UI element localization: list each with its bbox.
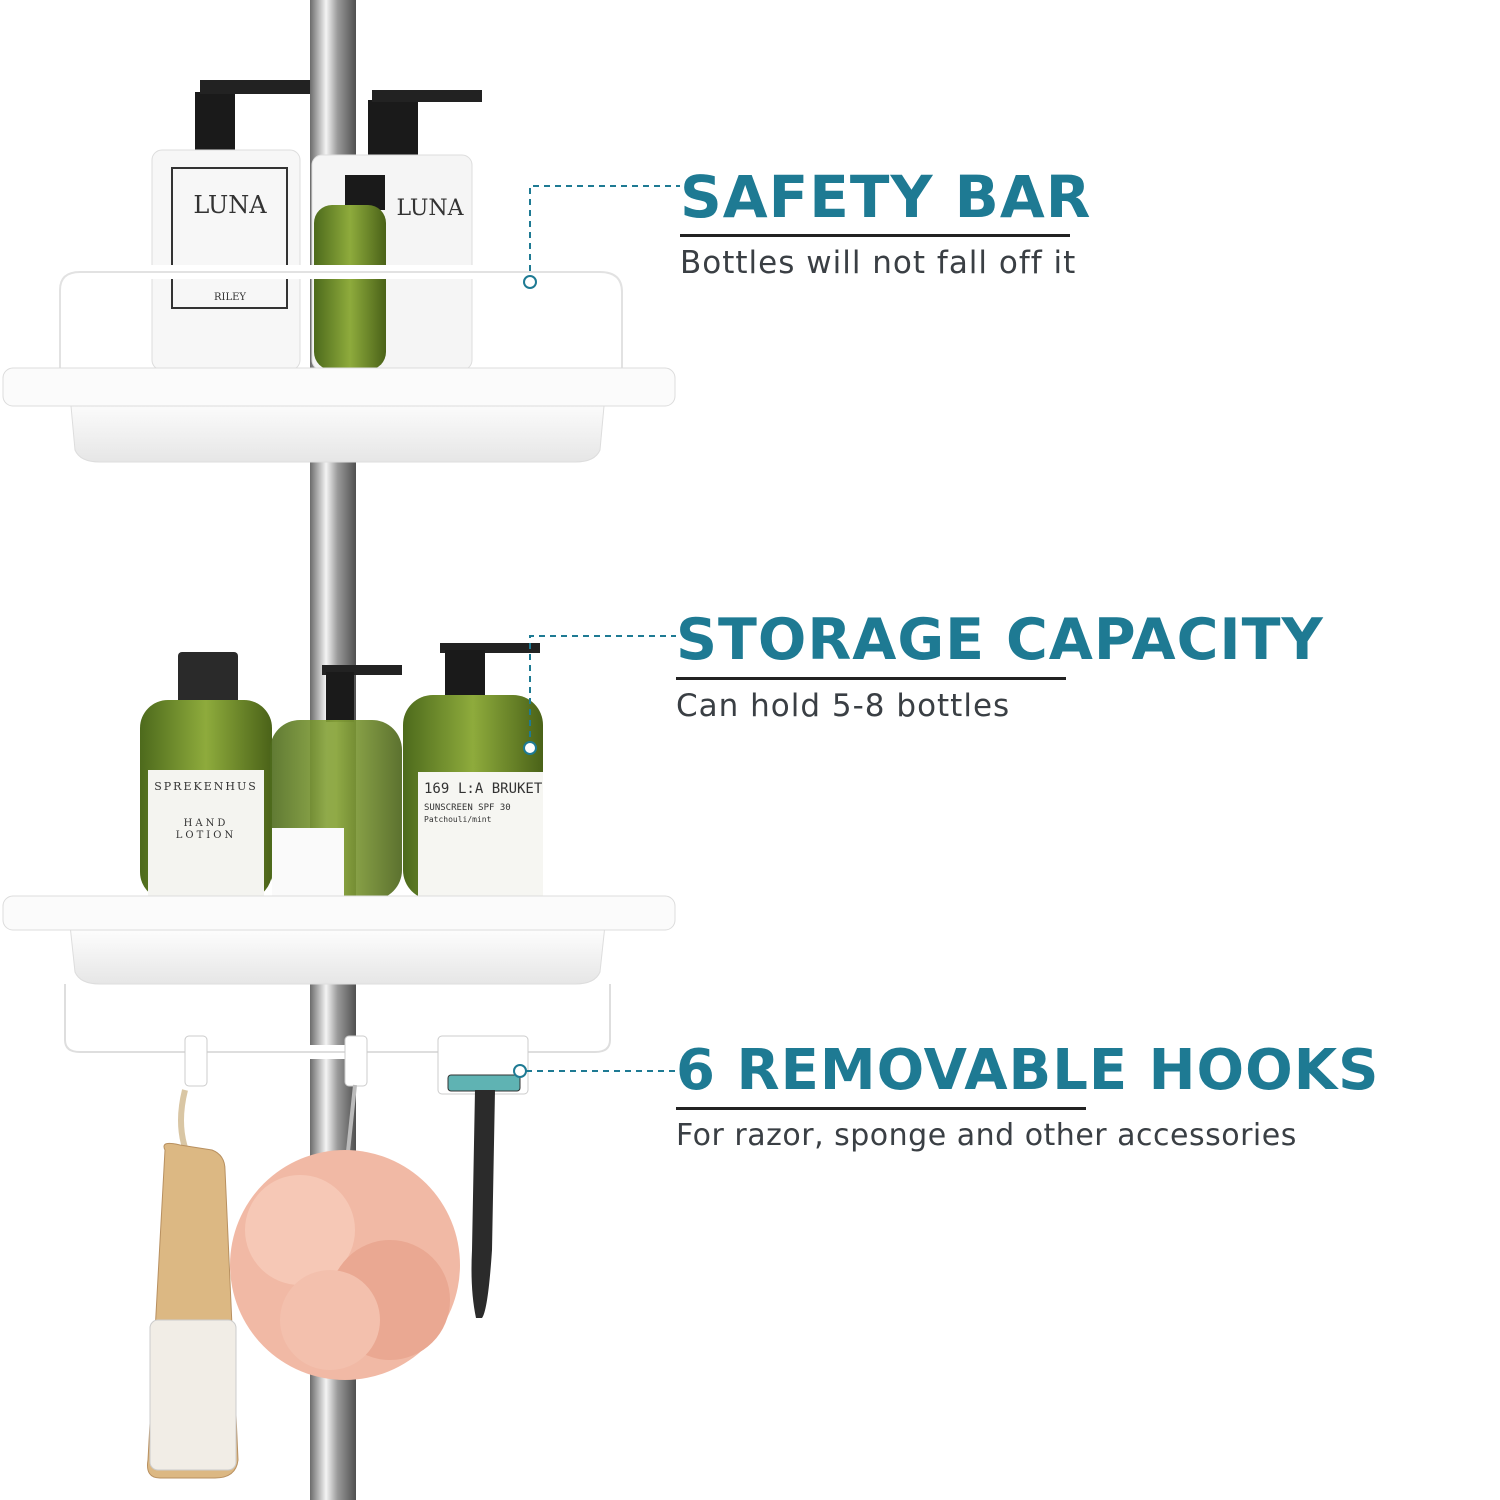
feature-title: STORAGE CAPACITY bbox=[676, 607, 1324, 673]
feature-storage-capacity: STORAGE CAPACITY Can hold 5-8 bottles bbox=[676, 612, 1324, 725]
feature-safety-bar: SAFETY BAR Bottles will not fall off it bbox=[680, 168, 1091, 282]
bottle-luna-white: LUNA RILEY bbox=[151, 80, 310, 371]
svg-text:RILEY: RILEY bbox=[214, 292, 246, 303]
svg-text:Patchouli/mint: Patchouli/mint bbox=[424, 815, 492, 824]
wooden-brush bbox=[147, 1089, 239, 1479]
tray-rim bbox=[2, 367, 676, 407]
feature-subtitle: Bottles will not fall off it bbox=[680, 245, 1077, 281]
divider bbox=[676, 677, 1066, 680]
feature-subtitle: Can hold 5-8 bottles bbox=[676, 688, 1011, 724]
bottle-sprekenhus: SPREKENHUS HAND LOTION bbox=[140, 652, 272, 900]
callout-safety-bar bbox=[523, 185, 680, 289]
razor bbox=[447, 1074, 521, 1318]
feature-title: 6 REMOVABLE HOOKS bbox=[676, 1038, 1380, 1103]
hook bbox=[184, 1035, 208, 1087]
svg-text:HAND: HAND bbox=[184, 818, 229, 829]
callout-storage-capacity bbox=[523, 635, 676, 755]
feature-removable-hooks: 6 REMOVABLE HOOKS For razor, sponge and … bbox=[676, 1043, 1379, 1154]
svg-text:SUNSCREEN SPF 30: SUNSCREEN SPF 30 bbox=[424, 803, 511, 813]
svg-text:LOTION: LOTION bbox=[176, 830, 236, 841]
feature-title: SAFETY BAR bbox=[680, 163, 1092, 231]
svg-text:169: 169 bbox=[424, 781, 449, 797]
bottle-luna-second-label: LUNA bbox=[396, 196, 464, 221]
divider bbox=[676, 1107, 1086, 1110]
bottle-green-small bbox=[314, 175, 386, 370]
svg-text:L:A BRUKET: L:A BRUKET bbox=[458, 781, 543, 797]
svg-text:LUNA: LUNA bbox=[193, 191, 267, 219]
loofah-sponge bbox=[230, 1084, 460, 1380]
feature-subtitle: For razor, sponge and other accessories bbox=[676, 1118, 1297, 1153]
tray-basin bbox=[69, 394, 606, 463]
divider bbox=[680, 234, 1070, 237]
top-shelf bbox=[2, 265, 676, 463]
hook bbox=[344, 1035, 368, 1087]
bottle-pump-green bbox=[270, 665, 402, 900]
middle-shelf bbox=[2, 895, 676, 1059]
bottle-la-bruket: 169 L:A BRUKET SUNSCREEN SPF 30 Patchoul… bbox=[403, 643, 543, 900]
svg-text:SPREKENHUS: SPREKENHUS bbox=[154, 780, 258, 793]
callout-hooks bbox=[513, 1064, 676, 1078]
